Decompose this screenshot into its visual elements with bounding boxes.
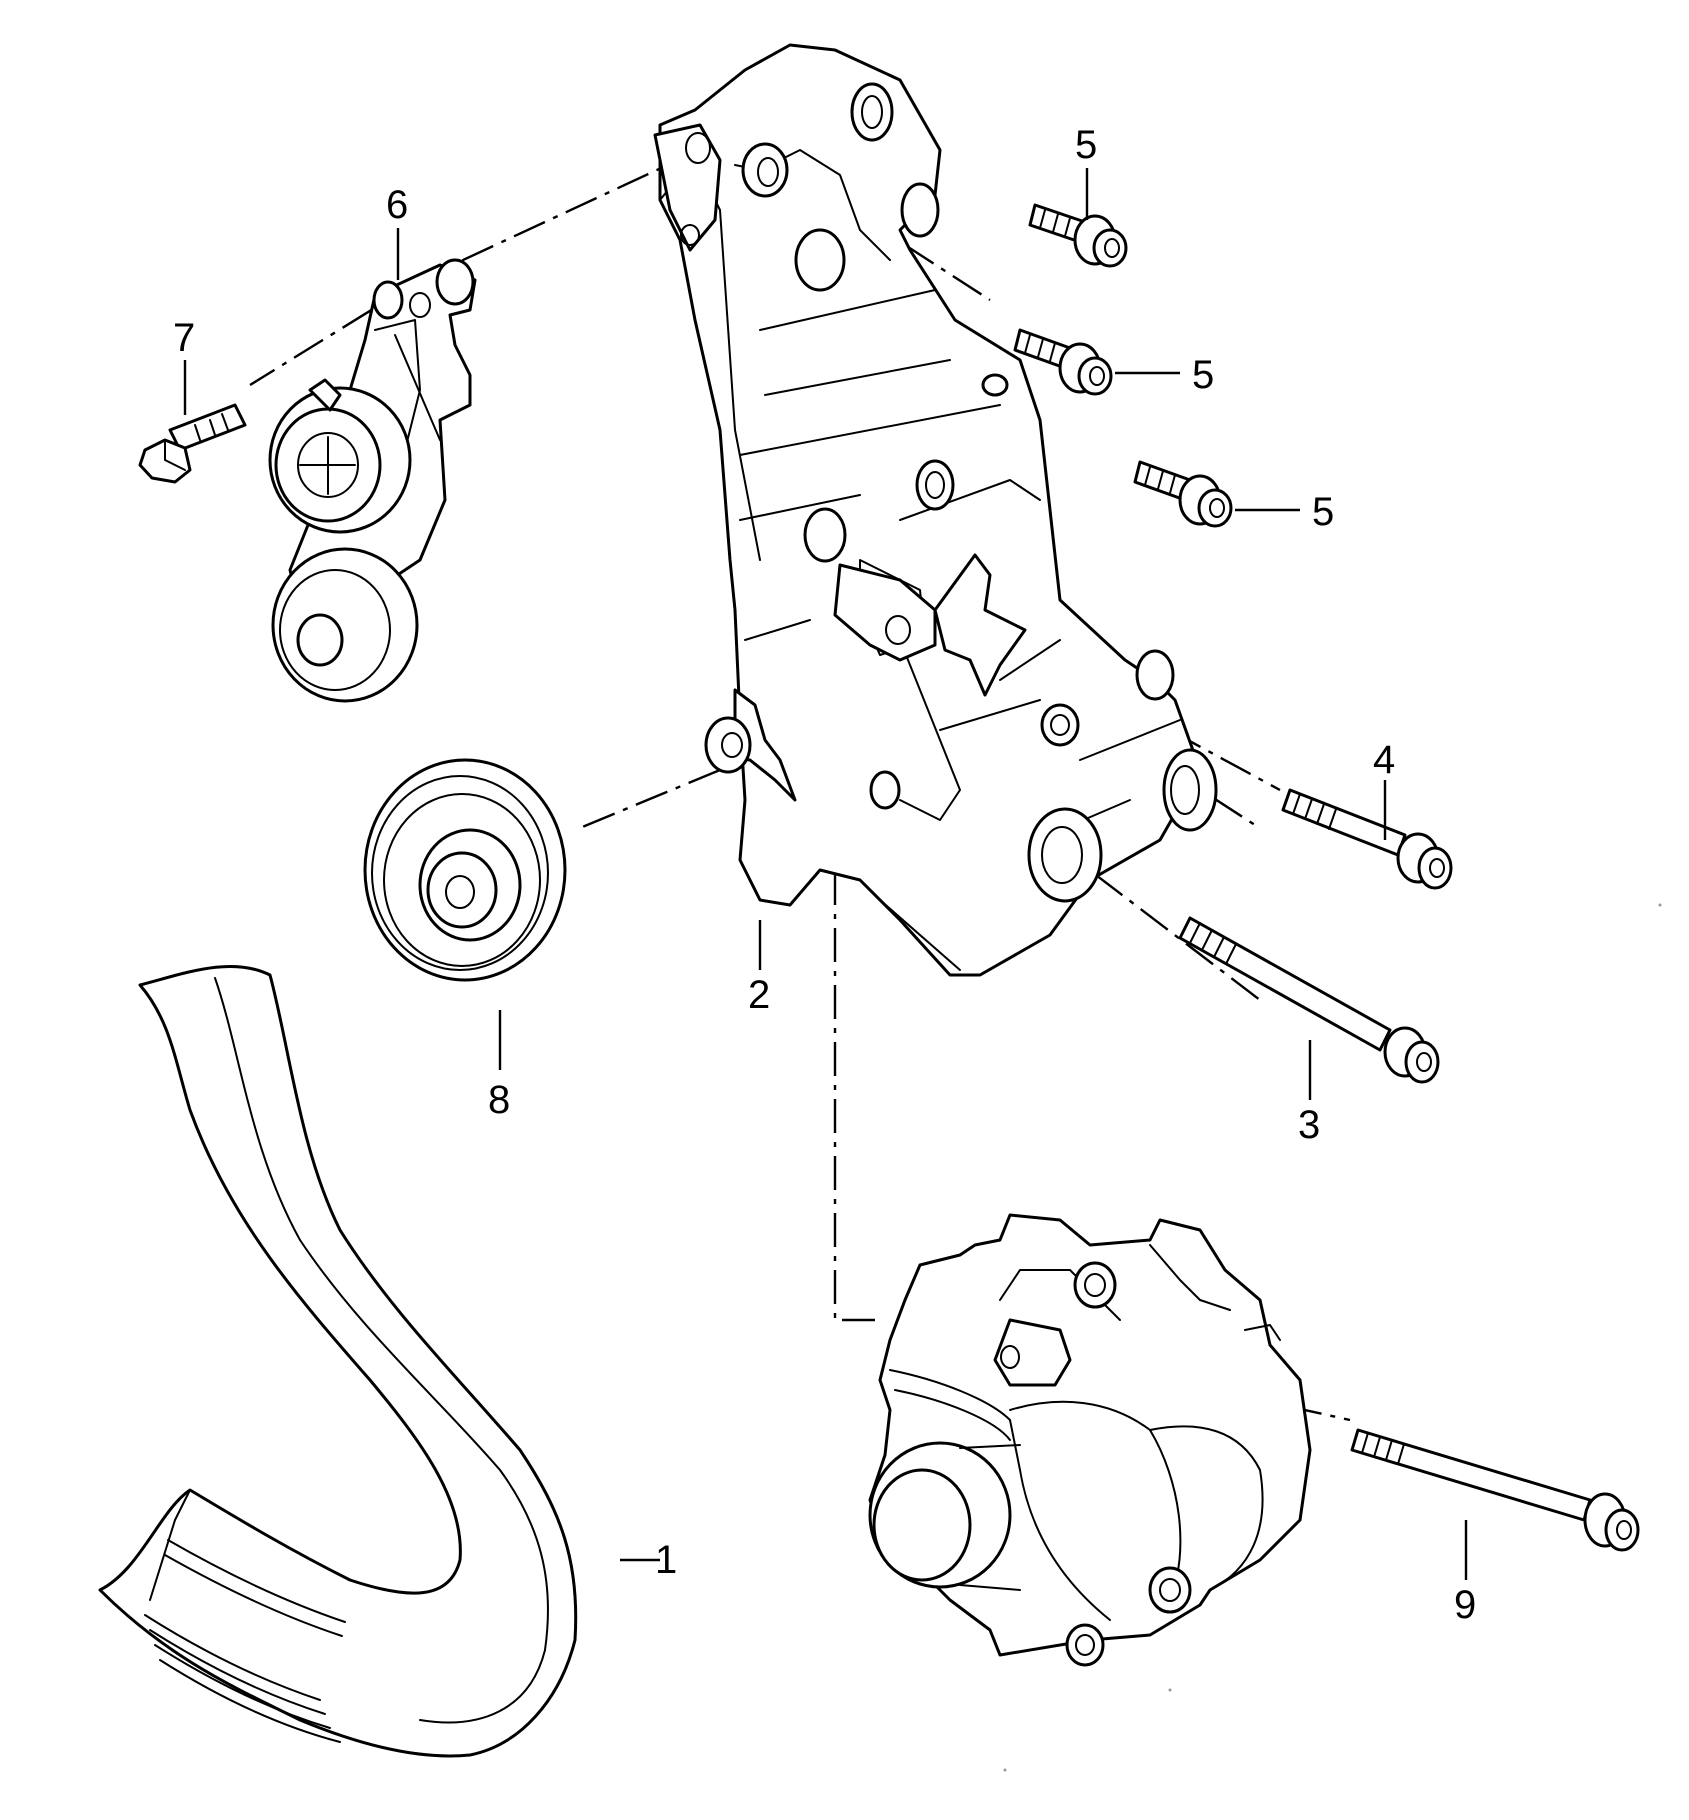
callout-leader-lines (183, 168, 1468, 1580)
scan-specks (1003, 903, 1662, 1772)
callout-6: 6 (386, 183, 409, 227)
bolt-part-5-upper (1028, 203, 1128, 268)
callout-3: 3 (1298, 1103, 1321, 1147)
callout-5-upper: 5 (1075, 123, 1098, 167)
idler-pulley-part-8 (363, 758, 567, 982)
bolt-part-5-lower (1133, 460, 1233, 528)
bolt-part-3 (1178, 916, 1440, 1084)
callout-2: 2 (748, 973, 771, 1017)
alternator (868, 1213, 1312, 1667)
mounting-bracket-part-2 (653, 43, 1218, 977)
bolt-part-4 (1281, 788, 1453, 890)
callout-5-middle: 5 (1192, 353, 1215, 397)
bolt-part-5-middle (1013, 328, 1113, 396)
callout-5-lower: 5 (1312, 490, 1335, 534)
callout-9: 9 (1454, 1583, 1477, 1627)
ribbed-belt-part-1 (98, 964, 578, 1758)
callout-1: 1 (655, 1538, 678, 1582)
callout-7: 7 (173, 316, 196, 360)
callout-4: 4 (1373, 738, 1396, 782)
bolt-part-9 (1350, 1428, 1640, 1552)
callout-8: 8 (488, 1078, 511, 1122)
bolt-part-7 (138, 403, 247, 484)
belt-tensioner-part-6 (268, 258, 477, 703)
